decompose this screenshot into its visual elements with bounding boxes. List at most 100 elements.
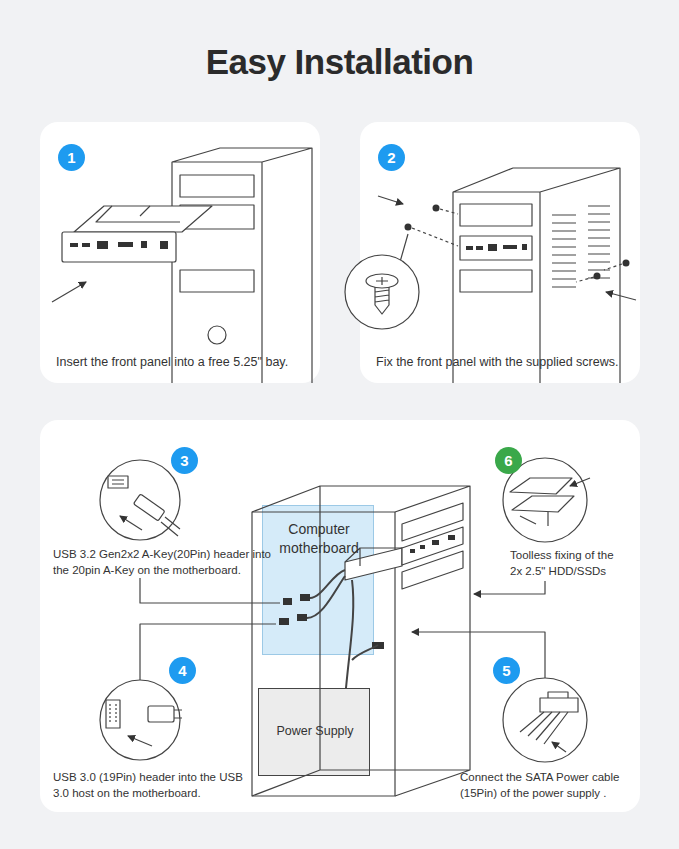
port — [432, 540, 439, 545]
insert-arrow — [552, 742, 566, 752]
drive-bay — [180, 175, 254, 292]
cage-detail — [345, 548, 410, 566]
empty-bay — [180, 205, 254, 229]
sata-connector — [372, 642, 384, 649]
step-card: Insert the front panel into a free 5.25"… — [40, 122, 320, 383]
drawing — [52, 148, 636, 796]
power-supply-box: Power Supply — [258, 688, 370, 776]
callout-number: 1 — [58, 144, 85, 171]
leader-line — [140, 578, 280, 603]
step-text: USB 3.2 Gen2x2 A-Key(20Pin) header into … — [53, 547, 271, 578]
pins — [112, 480, 124, 484]
screw — [405, 224, 412, 231]
box-label: Computer motherboard — [271, 520, 367, 558]
port — [410, 549, 415, 553]
cable — [161, 517, 180, 536]
magnifier — [100, 680, 180, 760]
header-socket — [106, 700, 120, 728]
arrow — [606, 292, 636, 300]
drive-cage — [345, 548, 402, 580]
insert-arrow — [570, 478, 590, 486]
magnifier — [503, 458, 587, 542]
callout-number: 4 — [169, 657, 196, 684]
front-panel — [402, 527, 463, 565]
port — [160, 241, 168, 249]
step-text: Fix the front panel with the supplied sc… — [376, 354, 636, 371]
usb-cable — [310, 570, 345, 598]
callout-number: 1 — [58, 144, 85, 171]
usb-plug — [148, 706, 174, 722]
vents — [552, 206, 610, 287]
drive-tray — [510, 478, 574, 512]
usb-c-port — [97, 241, 108, 249]
callout-number: 3 — [171, 447, 198, 474]
screw-path — [412, 209, 622, 282]
case-body — [252, 486, 470, 796]
callout-number: 2 — [378, 144, 405, 171]
cage-detail — [96, 206, 180, 222]
port — [522, 244, 527, 250]
insert-arrow — [128, 736, 152, 746]
ports — [466, 244, 527, 251]
header — [283, 598, 292, 605]
callout-number: 5 — [493, 657, 520, 684]
usb-port — [466, 246, 473, 250]
motherboard-box: Computer motherboard — [262, 505, 374, 655]
step-card: Fix the front panel with the supplied sc… — [360, 122, 640, 383]
tower-case — [453, 168, 620, 383]
card-slot — [503, 245, 517, 249]
magnifier — [100, 460, 180, 540]
plug — [133, 494, 164, 521]
screw-cross — [376, 277, 388, 285]
header — [297, 614, 307, 621]
usb-port — [82, 243, 90, 247]
screw-thread — [375, 287, 389, 314]
case-side — [252, 512, 395, 796]
front-panel — [460, 236, 532, 260]
screw-head — [366, 274, 398, 288]
step-text: USB 3.0 (19Pin) header into the USB 3.0 … — [53, 770, 245, 801]
cable — [174, 710, 182, 718]
callout-number: 6 — [495, 447, 522, 474]
port — [448, 535, 455, 540]
box-label: Power Supply — [265, 723, 365, 740]
step-text: Connect the SATA Power cable (15Pin) of … — [460, 770, 638, 801]
page-title: Easy Installation — [0, 42, 679, 82]
callout-number: 2 — [378, 144, 405, 171]
drive-bay — [402, 503, 463, 589]
drive-bay — [460, 204, 532, 292]
sata-plug — [540, 692, 578, 712]
tower-case — [172, 148, 312, 383]
header — [300, 594, 310, 601]
ports — [70, 241, 168, 249]
sata-cable — [346, 580, 378, 688]
callout-number: 3 — [171, 447, 198, 474]
magnifier — [503, 678, 587, 762]
leader-line — [474, 581, 545, 594]
drive-cage — [74, 206, 212, 232]
leader-line — [412, 632, 545, 678]
usb-port — [476, 246, 483, 250]
front-panel — [62, 232, 176, 262]
arrow — [378, 196, 403, 204]
screw — [594, 273, 601, 280]
insert-arrow — [120, 516, 142, 530]
screw — [433, 205, 440, 212]
callout-number: 6 — [495, 447, 522, 474]
header — [279, 618, 289, 625]
callout-number: 4 — [169, 657, 196, 684]
wires — [520, 712, 568, 744]
step-text: Insert the front panel into a free 5.25"… — [56, 354, 316, 371]
usb-plug — [133, 494, 164, 521]
port — [420, 545, 425, 549]
power-button — [208, 326, 226, 344]
clip — [520, 512, 548, 526]
leader-line — [140, 624, 276, 680]
screws — [405, 205, 630, 280]
usb-c-port — [488, 244, 497, 251]
card-slot — [118, 242, 133, 247]
ports — [279, 535, 455, 649]
leader-line — [400, 234, 408, 262]
